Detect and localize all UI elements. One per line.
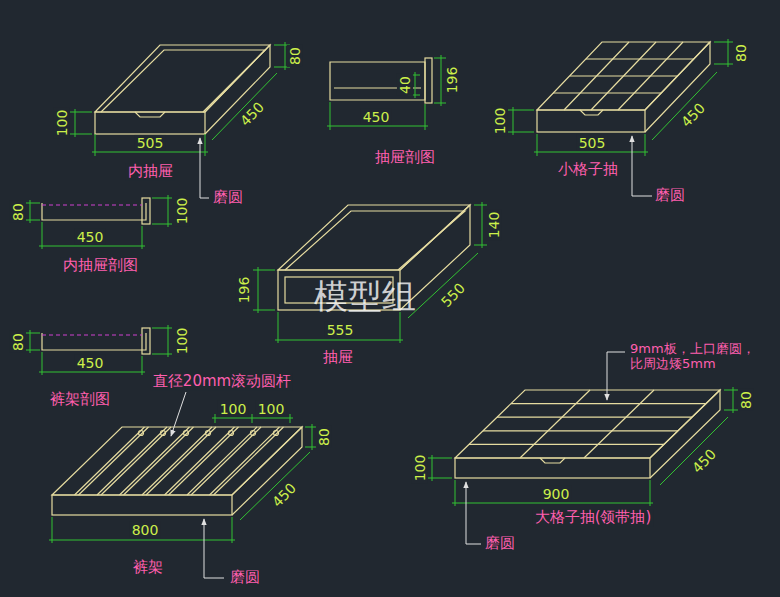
dimension-value: 100 xyxy=(54,108,70,139)
dimension-value: 450 xyxy=(688,444,721,477)
dimension-value: 80 xyxy=(287,45,303,67)
part-name: 抽屉剖图 xyxy=(373,149,437,166)
dimension-value: 140 xyxy=(486,210,502,241)
dimension-value: 450 xyxy=(75,355,106,371)
dimension-value: 450 xyxy=(677,98,710,131)
part-name: 大格子抽(领带抽) xyxy=(533,509,654,526)
watermark: 模型组 xyxy=(312,277,418,316)
dimension-value: 450 xyxy=(75,229,106,245)
dimension-value: 196 xyxy=(444,65,460,96)
dimension-value: 100 xyxy=(174,326,190,357)
dimension-value: 40 xyxy=(397,74,413,96)
part-name: 小格子抽 xyxy=(556,161,620,178)
dimension-value: 505 xyxy=(577,135,608,151)
dimension-value: 100 xyxy=(218,401,249,417)
callout-label: 磨圆 xyxy=(483,535,517,552)
dimension-lines xyxy=(25,39,738,543)
dimension-value: 100 xyxy=(256,401,287,417)
dimension-value: 80 xyxy=(738,389,754,411)
dimension-value: 555 xyxy=(325,322,356,338)
note-text: 9mm板，上口磨圆， 比周边矮5mm xyxy=(628,342,766,372)
callout-label: 磨圆 xyxy=(211,189,245,206)
dimension-value: 80 xyxy=(10,331,26,353)
dimension-value: 550 xyxy=(437,278,470,311)
dimension-value: 100 xyxy=(174,196,190,227)
hidden-lines xyxy=(42,205,142,335)
dimension-value: 100 xyxy=(492,106,508,137)
dimension-value: 80 xyxy=(10,201,26,223)
dimension-value: 800 xyxy=(130,522,161,538)
part-name: 直径20mm滚动圆杆 xyxy=(151,373,293,390)
callout-label: 磨圆 xyxy=(228,569,262,586)
dimension-value: 80 xyxy=(316,426,332,448)
dimension-value: 100 xyxy=(412,453,428,484)
dimension-value: 450 xyxy=(268,478,301,511)
part-name: 内抽屉 xyxy=(126,163,175,180)
drawer-outlines xyxy=(42,42,720,515)
part-name: 内抽屉剖图 xyxy=(61,257,140,274)
part-name: 抽屉 xyxy=(321,349,355,366)
dimension-value: 450 xyxy=(236,97,269,130)
part-name: 裤架 xyxy=(131,559,165,576)
dimension-value: 505 xyxy=(135,135,166,151)
callout-label: 磨圆 xyxy=(653,187,687,204)
dimension-value: 80 xyxy=(733,42,749,64)
dimension-value: 196 xyxy=(236,275,252,306)
dimension-value: 900 xyxy=(541,486,572,502)
part-name: 裤架剖图 xyxy=(48,391,112,408)
dimension-value: 450 xyxy=(361,109,392,125)
